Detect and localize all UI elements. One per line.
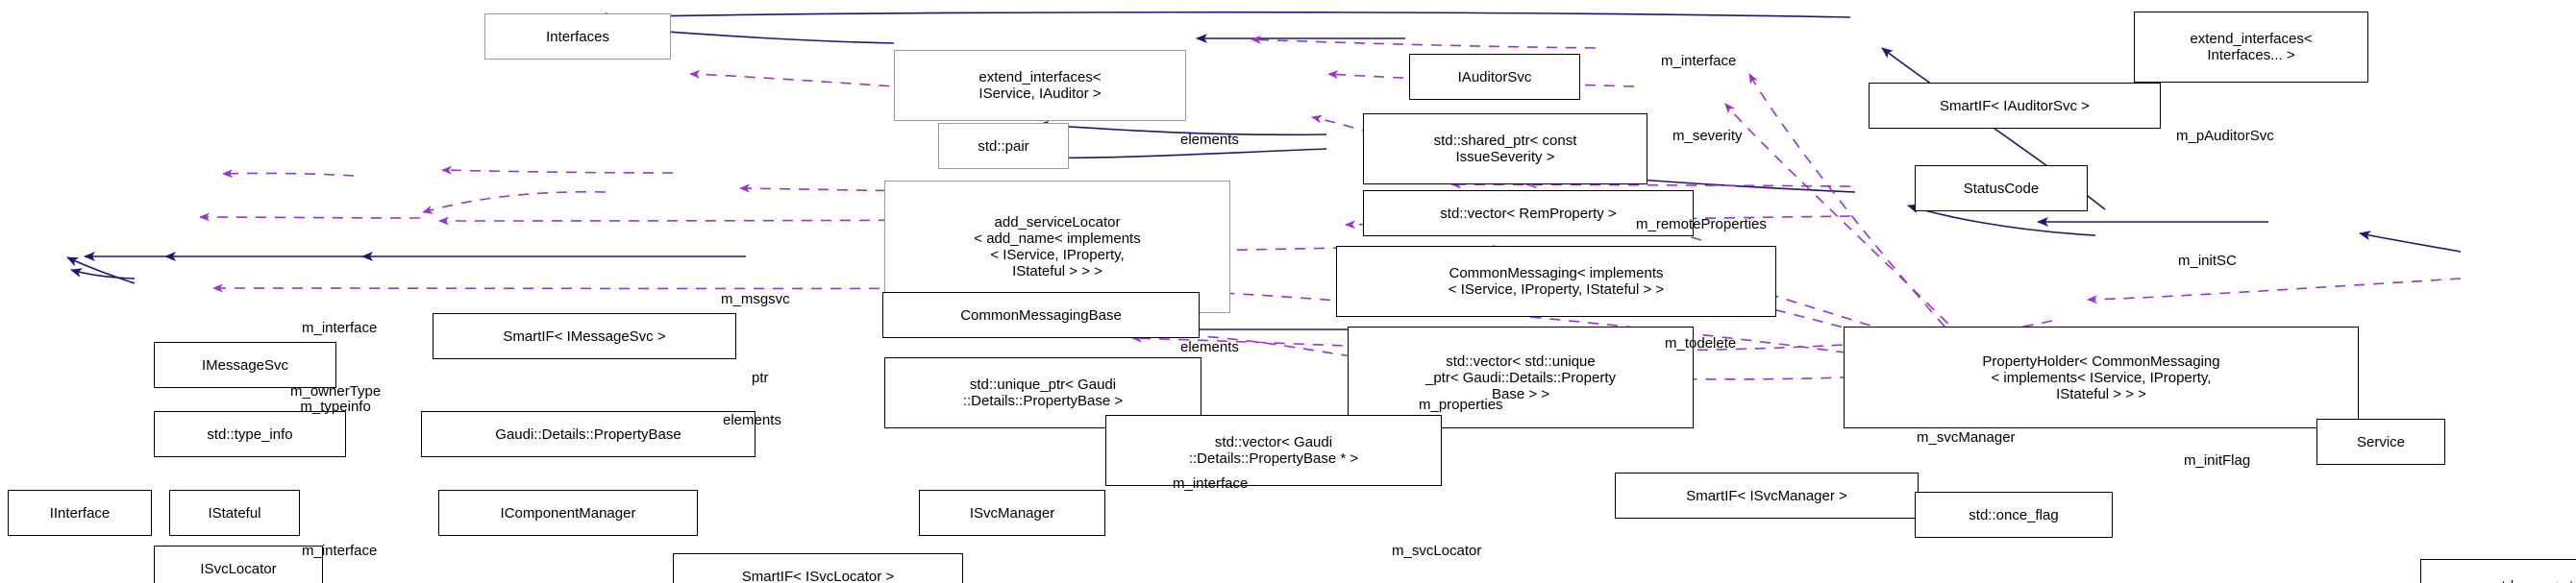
- class-node-label: std::vector< Gaudi ::Details::PropertyBa…: [1188, 434, 1359, 467]
- class-node-label: add_serviceLocator < add_name< implement…: [974, 214, 1141, 279]
- edge-label-m_interface_msgsvc: m_interface: [302, 320, 378, 336]
- class-node-interfaces[interactable]: Interfaces: [484, 13, 671, 60]
- edge-label-m_svcmanager: m_svcManager: [1917, 429, 2016, 446]
- edge-label-elements_propertybase: elements: [723, 412, 781, 428]
- class-node-isvclocator[interactable]: ISvcLocator: [154, 546, 323, 583]
- class-node-icomponentmanager[interactable]: IComponentManager: [438, 490, 698, 536]
- class-node-vector_propertybase_ptr[interactable]: std::vector< Gaudi ::Details::PropertyBa…: [1105, 415, 1442, 486]
- class-node-label: IComponentManager: [500, 504, 636, 522]
- edge-label-m_interface_svclocator: m_interface: [302, 543, 378, 559]
- edge-label-m_pauditorsvc: m_pAuditorSvc: [2176, 128, 2274, 144]
- class-node-commonmessaging[interactable]: CommonMessaging< implements < IService, …: [1336, 246, 1776, 317]
- inheritance-edges: [66, 11, 2462, 334]
- edge-label-m_todelete: m_todelete: [1665, 335, 1737, 352]
- class-node-extend_interfaces_isvc_iauditor[interactable]: extend_interfaces< IService, IAuditor >: [894, 50, 1186, 121]
- class-node-label: IStateful: [208, 504, 261, 522]
- class-node-map_string_returnstate[interactable]: std::map< std::string, ReturnState >: [2420, 559, 2576, 583]
- class-node-label: IMessageSvc: [201, 356, 289, 374]
- class-node-label: std::unique_ptr< Gaudi ::Details::Proper…: [962, 377, 1124, 409]
- class-node-label: SmartIF< ISvcLocator >: [741, 568, 895, 583]
- class-node-label: SmartIF< IAuditorSvc >: [1940, 97, 2090, 114]
- edge-label-m_remoteproperties: m_remoteProperties: [1636, 216, 1767, 232]
- class-node-label: std::shared_ptr< const IssueSeverity >: [1433, 133, 1577, 165]
- class-node-propertyholder[interactable]: PropertyHolder< CommonMessaging < implem…: [1844, 327, 2359, 428]
- class-node-label: extend_interfaces< IService, IAuditor >: [978, 69, 1102, 102]
- edge-label-m_initflag: m_initFlag: [2184, 452, 2251, 469]
- class-node-istateful[interactable]: IStateful: [169, 490, 300, 536]
- edge-label-elements_unique_ptr: elements: [1180, 339, 1239, 355]
- class-node-statuscode[interactable]: StatusCode: [1915, 165, 2088, 211]
- class-node-label: Gaudi::Details::PropertyBase: [495, 425, 681, 443]
- class-node-label: std::vector< std::unique _ptr< Gaudi::De…: [1424, 352, 1616, 402]
- edge-label-elements_pair: elements: [1180, 132, 1239, 148]
- class-node-std_pair[interactable]: std::pair: [938, 123, 1069, 169]
- class-node-smartif_isvclocator[interactable]: SmartIF< ISvcLocator >: [673, 553, 963, 583]
- class-node-label: std::pair: [978, 137, 1029, 155]
- class-node-iinterface[interactable]: IInterface: [8, 490, 152, 536]
- edge-label-m_initsc: m_initSC: [2178, 253, 2237, 269]
- edge-label-m_msgsvc: m_msgsvc: [721, 291, 790, 307]
- class-node-imessagesvc[interactable]: IMessageSvc: [154, 342, 336, 388]
- class-node-smartif_iauditorsvc[interactable]: SmartIF< IAuditorSvc >: [1869, 83, 2161, 129]
- edge-label-m_svclocator: m_svcLocator: [1392, 543, 1482, 559]
- class-node-commonmessagingbase[interactable]: CommonMessagingBase: [882, 292, 1200, 338]
- class-node-label: SmartIF< IMessageSvc >: [503, 328, 666, 345]
- class-node-label: CommonMessaging< implements < IService, …: [1448, 265, 1665, 298]
- class-node-label: IAuditorSvc: [1457, 68, 1532, 85]
- class-node-label: StatusCode: [1963, 180, 2040, 197]
- edge-label-m_properties: m_properties: [1419, 397, 1503, 413]
- class-node-label: std::map< std::string, ReturnState >: [2421, 578, 2576, 583]
- class-node-shared_ptr_issueseverity[interactable]: std::shared_ptr< const IssueSeverity >: [1363, 113, 1647, 184]
- class-node-smartif_imessagesvc[interactable]: SmartIF< IMessageSvc >: [433, 313, 736, 359]
- class-node-label: std::type_info: [207, 425, 293, 443]
- class-node-iauditorsvc[interactable]: IAuditorSvc: [1409, 54, 1580, 100]
- class-node-label: SmartIF< ISvcManager >: [1686, 487, 1847, 504]
- class-node-extend_interfaces_variadic[interactable]: extend_interfaces< Interfaces... >: [2134, 12, 2368, 83]
- class-node-label: CommonMessagingBase: [960, 306, 1122, 324]
- class-node-label: std::once_flag: [1969, 506, 2059, 523]
- class-node-vector_unique_ptr_propertybase[interactable]: std::vector< std::unique _ptr< Gaudi::De…: [1348, 327, 1694, 428]
- class-node-label: Service: [2356, 433, 2406, 450]
- edge-label-m_interface_svcmanager: m_interface: [1173, 475, 1249, 492]
- edge-label-m_ownertype_typeinfo: m_ownerType m_typeinfo: [290, 383, 382, 415]
- class-node-smartif_isvcmanager[interactable]: SmartIF< ISvcManager >: [1615, 473, 1919, 519]
- class-node-std_type_info[interactable]: std::type_info: [154, 411, 346, 457]
- class-node-label: ISvcLocator: [200, 560, 277, 577]
- class-node-gaudi_details_propertybase[interactable]: Gaudi::Details::PropertyBase: [421, 411, 755, 457]
- edge-label-m_interface_auditor: m_interface: [1661, 53, 1737, 69]
- class-node-label: Interfaces: [546, 28, 609, 45]
- edge-label-m_severity: m_severity: [1672, 128, 1743, 144]
- class-node-label: PropertyHolder< CommonMessaging < implem…: [1982, 352, 2220, 402]
- class-node-label: IInterface: [49, 504, 111, 522]
- class-node-label: ISvcManager: [969, 504, 1055, 522]
- class-node-label: extend_interfaces< Interfaces... >: [2190, 31, 2313, 63]
- class-node-std_once_flag[interactable]: std::once_flag: [1915, 492, 2113, 538]
- class-node-isvcmanager[interactable]: ISvcManager: [919, 490, 1105, 536]
- edge-label-m_name: m_name: [2190, 582, 2245, 583]
- edge-label-ptr: ptr: [752, 370, 769, 386]
- class-node-service[interactable]: Service: [2316, 419, 2445, 465]
